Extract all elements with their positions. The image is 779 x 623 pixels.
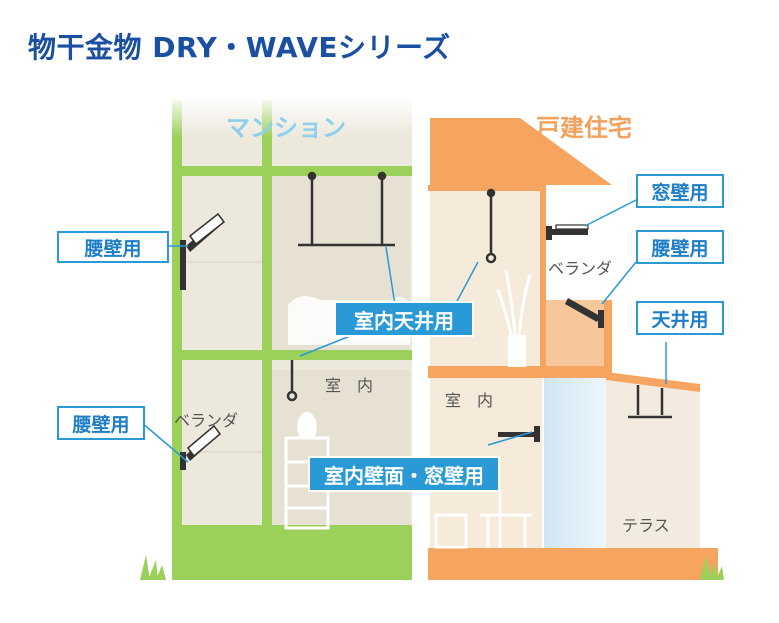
page-title: 物干金物 DRY・WAVEシリーズ [28, 31, 451, 64]
mansion-building [165, 95, 420, 580]
grass-right [700, 555, 724, 580]
room-mansion-veranda: ベランダ [174, 411, 239, 430]
grass-left [140, 555, 166, 580]
room-house-indoor: 室 内 [445, 391, 494, 410]
label-house-window-wall: 窓壁用 [636, 174, 724, 208]
label-mansion-lower-waist-wall: 腰壁用 [57, 406, 145, 440]
label-mansion-upper-waist-wall: 腰壁用 [57, 231, 169, 263]
label-indoor-ceiling: 室内天井用 [334, 301, 474, 337]
label-house-ceiling: 天井用 [636, 301, 724, 335]
label-house-waist-wall: 腰壁用 [636, 230, 724, 264]
room-house-veranda: ベランダ [548, 259, 613, 278]
section-label-mansion: マンション [226, 114, 346, 142]
label-indoor-wall-window: 室内壁面・窓壁用 [308, 456, 500, 492]
room-house-terrace: テラス [622, 516, 670, 535]
room-mansion-indoor: 室 内 [325, 376, 374, 395]
section-label-house: 戸建住宅 [536, 114, 632, 142]
house-building [428, 100, 718, 580]
